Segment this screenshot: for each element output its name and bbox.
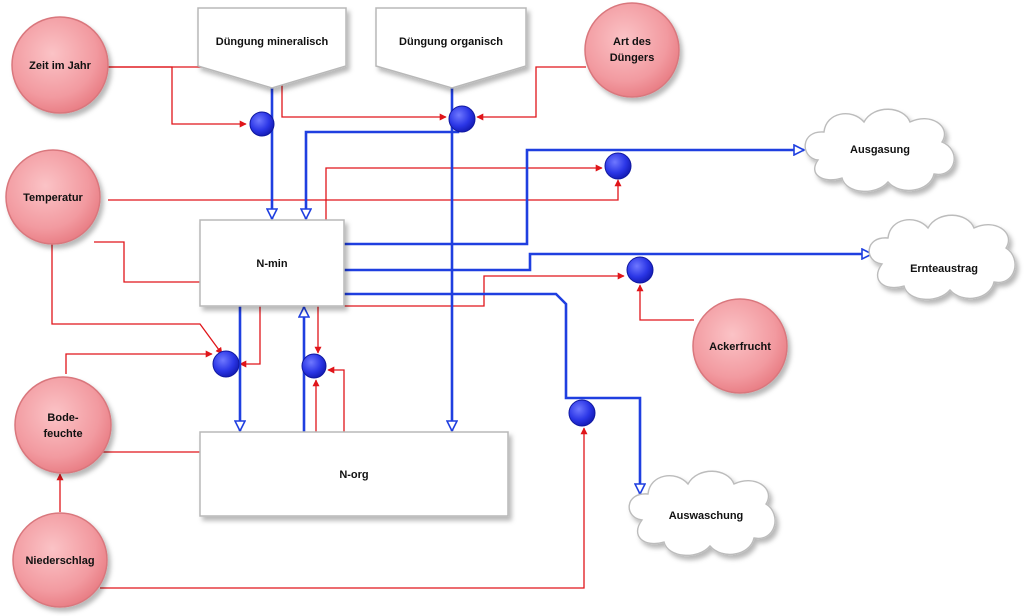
flow-nmin-to-ernteaustrag bbox=[344, 254, 872, 272]
valve-norg-to-nmin-right bbox=[301, 353, 327, 379]
stock-nmin-label: N-min bbox=[256, 258, 287, 270]
valve-norg-to-nmin-left bbox=[212, 350, 240, 378]
valve-organic bbox=[448, 105, 476, 133]
influence-art-organic-valve bbox=[476, 66, 586, 121]
sink-ernteaustrag-label: Ernteaustrag bbox=[910, 263, 978, 275]
param-ackerfrucht-label: Ackerfrucht bbox=[709, 341, 771, 353]
param-niederschlag: Niederschlag bbox=[12, 512, 108, 608]
influence-norg-right-valve bbox=[327, 366, 345, 432]
flow-lines bbox=[240, 88, 872, 494]
valve-auswaschung bbox=[568, 399, 596, 427]
param-zeit-label: Zeit im Jahr bbox=[29, 60, 91, 72]
flow-nmin-to-ausgasung bbox=[344, 150, 804, 246]
influence-zeit-organic-valve bbox=[108, 66, 447, 121]
valves bbox=[212, 105, 654, 427]
param-bodefeuchte-label-1: Bode- bbox=[47, 412, 79, 424]
sink-auswaschung: Auswaschung bbox=[628, 470, 776, 557]
influence-nmin-ausgasung-valve bbox=[325, 164, 603, 220]
param-art-label-2: Düngers bbox=[610, 52, 655, 64]
influence-nmin-left-valve bbox=[239, 306, 261, 368]
influence-lines bbox=[51, 66, 694, 589]
influence-temperatur-ausgasung-valve bbox=[108, 179, 622, 201]
valve-mineral bbox=[249, 111, 275, 137]
sink-ausgasung-label: Ausgasung bbox=[850, 144, 910, 156]
param-bodefeuchte: Bode- feuchte bbox=[14, 376, 112, 474]
source-mineral-label: Düngung mineralisch bbox=[216, 36, 329, 48]
influence-temperatur-left-valve bbox=[51, 244, 223, 355]
valve-ausgasung bbox=[604, 152, 632, 180]
source-mineral: Düngung mineralisch bbox=[197, 7, 347, 89]
param-art-label-1: Art des bbox=[613, 36, 651, 48]
influence-niederschlag-auswaschung-valve bbox=[100, 427, 588, 589]
flow-nmin-to-auswaschung bbox=[344, 292, 640, 494]
sink-auswaschung-label: Auswaschung bbox=[669, 510, 744, 522]
param-bodefeuchte-label-2: feuchte bbox=[43, 428, 82, 440]
influence-zeit-mineral-valve bbox=[108, 66, 247, 128]
param-temperatur-label: Temperatur bbox=[23, 192, 83, 204]
source-organic-label: Düngung organisch bbox=[399, 36, 503, 48]
sink-ausgasung: Ausgasung bbox=[804, 108, 955, 193]
influence-ackerfrucht-ernteaustrag-valve bbox=[636, 284, 694, 321]
param-niederschlag-label: Niederschlag bbox=[25, 555, 94, 567]
stock-norg: N-org bbox=[199, 431, 509, 517]
param-ackerfrucht: Ackerfrucht bbox=[692, 298, 788, 394]
stock-norg-label: N-org bbox=[339, 469, 368, 481]
stock-nmin: N-min bbox=[199, 219, 345, 307]
param-temperatur: Temperatur bbox=[5, 149, 101, 245]
valve-ernteaustrag bbox=[626, 256, 654, 284]
param-zeit: Zeit im Jahr bbox=[11, 16, 109, 114]
param-art-des-duengers: Art des Düngers bbox=[584, 2, 680, 98]
influence-nmin-ernteaustrag-valve bbox=[344, 272, 625, 307]
source-organic: Düngung organisch bbox=[375, 7, 527, 89]
influence-bodefeuchte-left-valve bbox=[65, 350, 213, 374]
sink-ernteaustrag: Ernteaustrag bbox=[868, 214, 1016, 301]
